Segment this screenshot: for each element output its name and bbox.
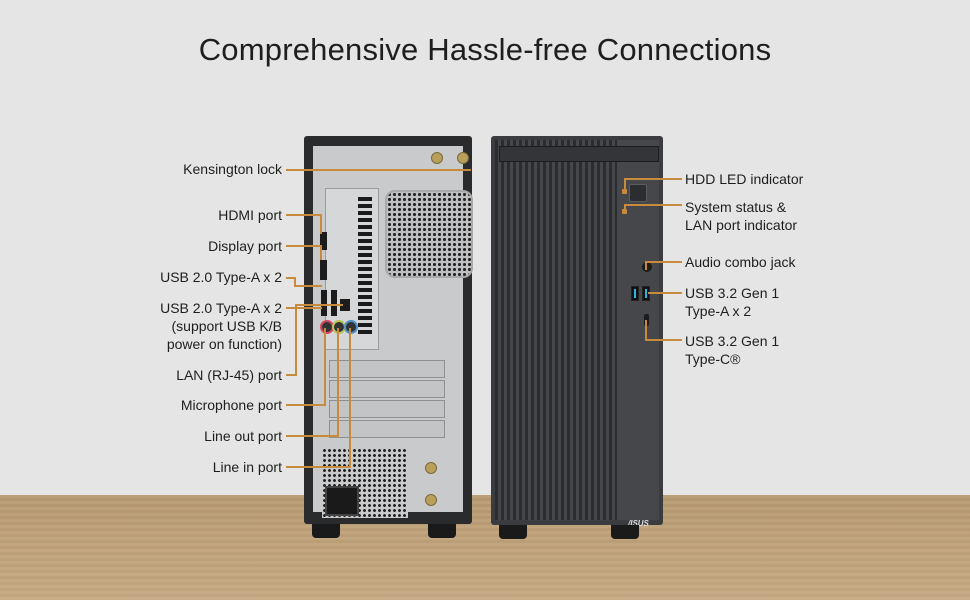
callout-line-in-port: Line in port: [212, 459, 282, 475]
leader-line: [624, 204, 626, 211]
front-grille: [495, 140, 617, 520]
leader-line: [324, 328, 326, 406]
leader-line: [286, 245, 322, 247]
callout-line-out-port: Line out port: [204, 428, 282, 444]
leader-line: [286, 214, 322, 216]
callout-usb3-type-c: USB 3.2 Gen 1 Type-C®: [685, 333, 780, 367]
front-io-panel: [617, 140, 659, 520]
leader-line: [286, 404, 326, 406]
wifi-antenna-connector: [431, 152, 443, 164]
leader-line: [645, 339, 682, 341]
wifi-antenna-connector: [425, 494, 437, 506]
callout-kensington-lock: Kensington lock: [183, 161, 282, 177]
leader-line: [624, 204, 682, 206]
leader-line: [648, 292, 682, 294]
callout-system-status: System status & LAN port indicator: [685, 199, 798, 233]
chassis-foot: [428, 524, 456, 538]
callout-usb2-a: USB 2.0 Type-A x 2: [160, 269, 282, 285]
leader-line: [294, 277, 296, 286]
leader-line: [286, 374, 297, 376]
chassis-foot: [611, 525, 639, 539]
pc-front-view: /ISUS: [491, 136, 663, 539]
expansion-slot: [329, 420, 445, 438]
rear-panel: [313, 146, 473, 518]
optical-drive-bay: [499, 146, 659, 162]
wifi-antenna-connector: [457, 152, 469, 164]
pc-rear-view: [304, 136, 473, 538]
callout-microphone-port: Microphone port: [180, 397, 282, 413]
leader-dot: [622, 189, 627, 194]
leader-line: [295, 304, 343, 306]
leader-line: [295, 305, 297, 376]
callout-lan-port: LAN (RJ-45) port: [176, 367, 282, 383]
rear-fan-grille: [385, 190, 473, 278]
callout-hdd-led: HDD LED indicator: [685, 171, 804, 187]
callout-display-port: Display port: [208, 238, 282, 254]
chassis-foot: [312, 524, 340, 538]
leader-line: [294, 285, 322, 287]
leader-line: [320, 214, 322, 234]
leader-line: [645, 261, 647, 270]
usb2-port: [331, 290, 337, 303]
wifi-antenna-connector: [425, 462, 437, 474]
leader-line: [286, 435, 339, 437]
expansion-slot: [329, 380, 445, 398]
line-in-jack: [344, 320, 358, 334]
leader-line: [645, 261, 682, 263]
leader-line: [337, 328, 339, 437]
lan-port: [340, 299, 350, 311]
audio-combo-jack: [642, 262, 652, 272]
asus-logo: /ISUS: [628, 519, 649, 528]
hdmi-port: [320, 232, 327, 250]
callout-usb2-a-kb: USB 2.0 Type-A x 2 (support USB K/B powe…: [160, 300, 282, 352]
leader-line: [286, 466, 351, 468]
display-port: [320, 260, 327, 280]
chassis-foot: [499, 525, 527, 539]
leader-line: [286, 169, 471, 171]
power-inlet: [325, 486, 359, 516]
leader-line: [624, 178, 682, 180]
usb2-port: [331, 303, 337, 316]
callout-usb3-type-a: USB 3.2 Gen 1 Type-A x 2: [685, 285, 780, 319]
callout-audio-combo-jack: Audio combo jack: [685, 254, 796, 270]
expansion-slot: [329, 400, 445, 418]
usb2-port: [321, 290, 327, 303]
wooden-floor: [0, 495, 970, 600]
power-button: [629, 184, 647, 202]
leader-line: [349, 328, 351, 468]
leader-line: [286, 277, 296, 279]
leader-line: [320, 245, 322, 260]
page-title: Comprehensive Hassle-free Connections: [198, 32, 772, 67]
usb2-port: [321, 303, 327, 316]
usb3-type-a-port: [631, 286, 639, 301]
leader-line: [286, 307, 322, 309]
expansion-slot: [329, 360, 445, 378]
io-vents: [358, 197, 372, 337]
leader-line: [645, 320, 647, 341]
callout-hdmi-port: HDMI port: [218, 207, 282, 223]
leader-line: [624, 178, 626, 190]
leader-dot: [622, 209, 627, 214]
